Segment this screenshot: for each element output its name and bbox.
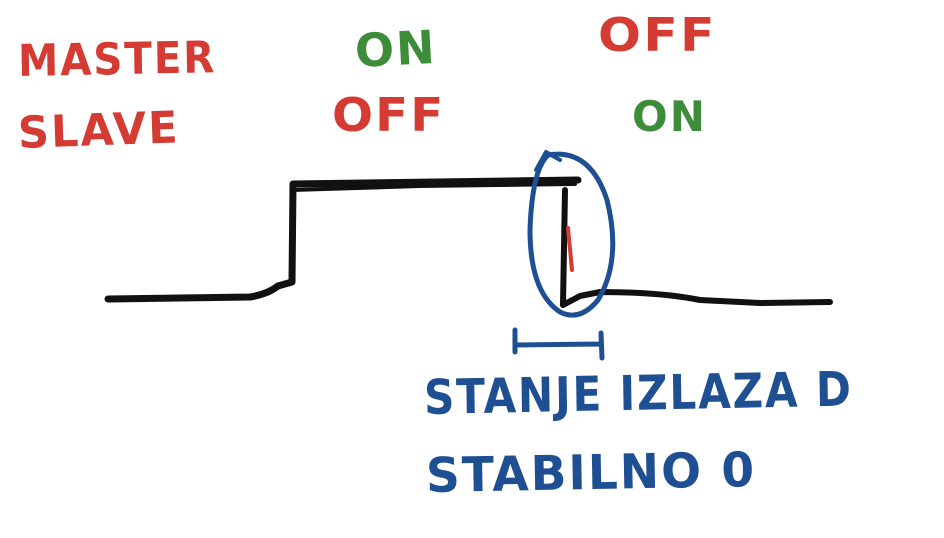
signal-waveform	[104, 176, 582, 303]
note-line-2: STABILNO 0	[425, 442, 757, 504]
slave-label: SLAVE	[17, 102, 181, 159]
edge-highlight-ellipse	[527, 151, 616, 318]
interval-bracket	[512, 327, 605, 361]
ellipse-arrow-head	[534, 150, 562, 172]
slave-state-off: OFF	[332, 88, 446, 142]
red-edge-mark	[566, 226, 574, 272]
master-state-off: OFF	[598, 8, 717, 62]
slave-state-on: ON	[632, 92, 707, 141]
master-state-on: ON	[353, 19, 438, 78]
falling-edge	[560, 187, 568, 308]
note-line-1: STANJE IZLAZA D	[423, 361, 854, 426]
signal-waveform-top-overstroke	[290, 182, 577, 192]
master-label: MASTER	[17, 32, 217, 87]
